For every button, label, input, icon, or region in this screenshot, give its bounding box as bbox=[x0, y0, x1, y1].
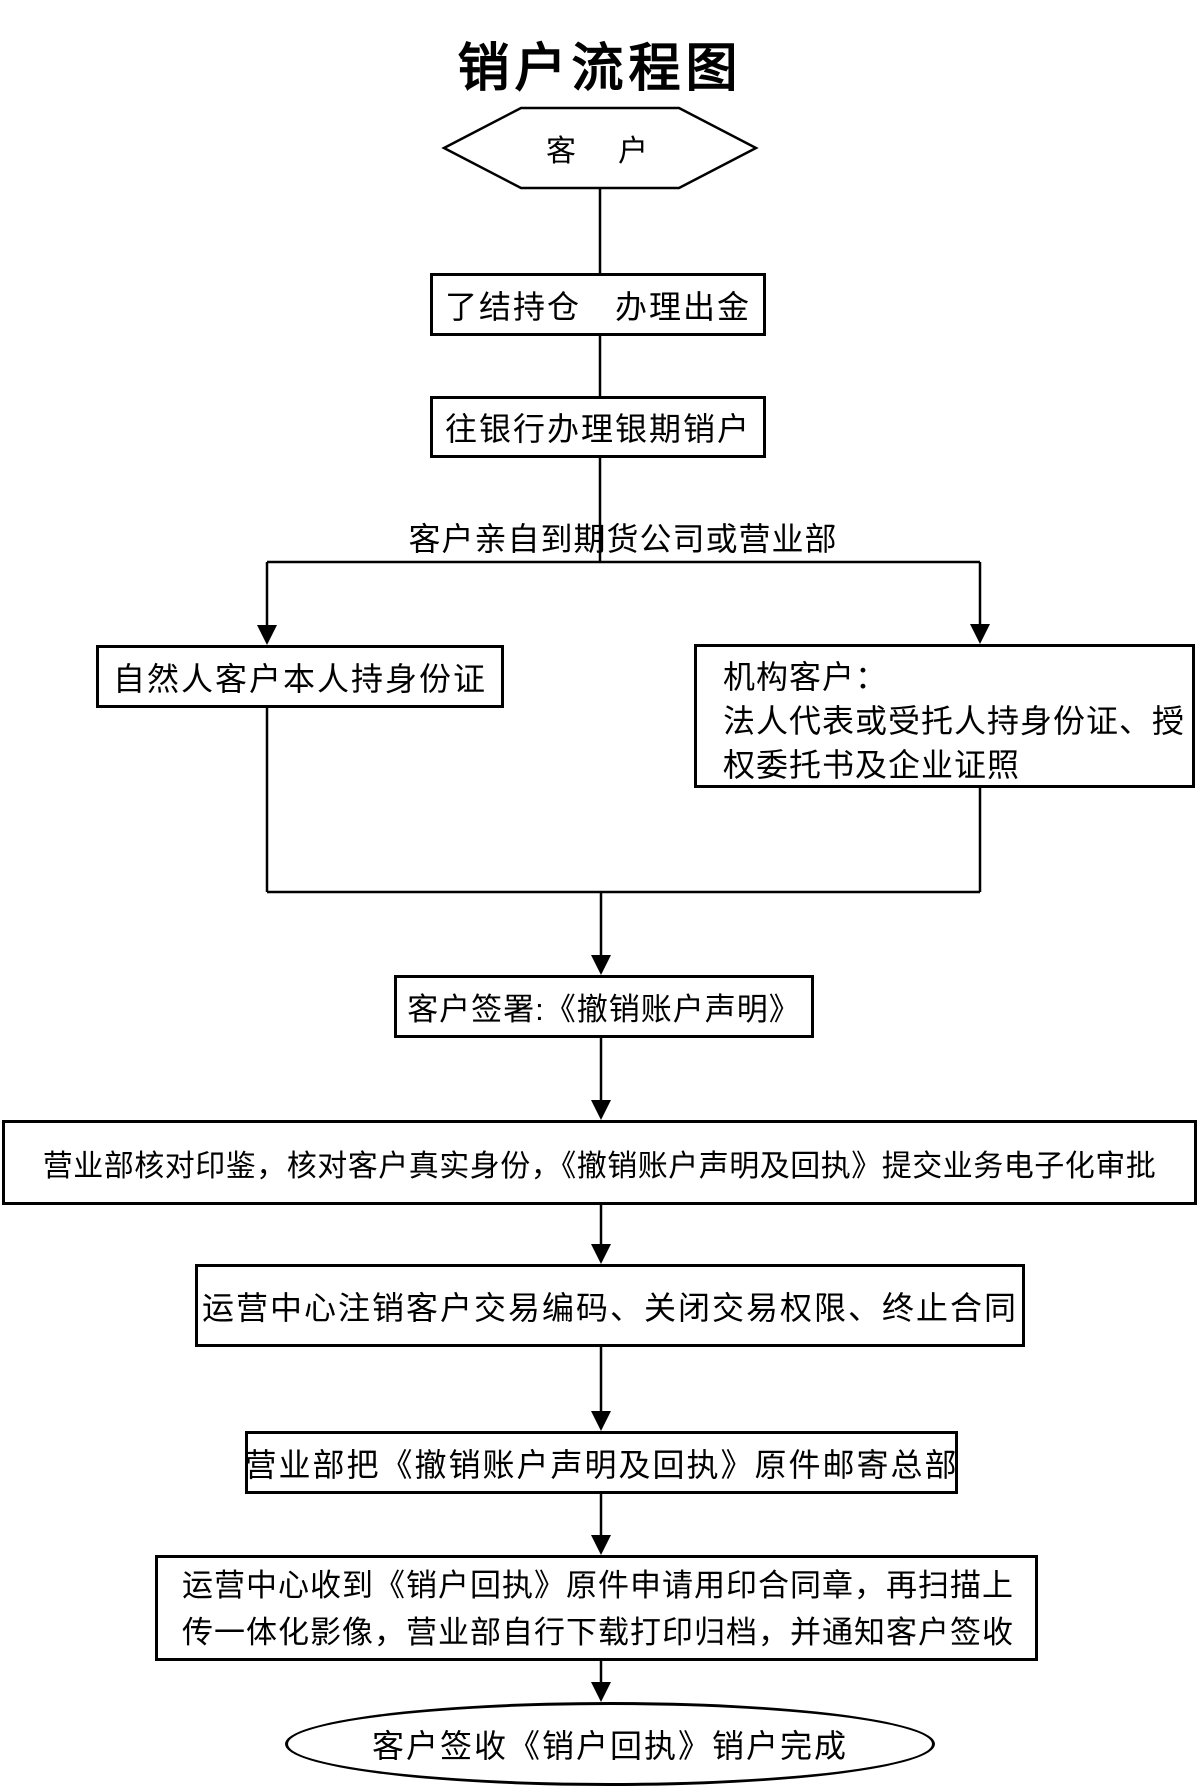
institution-line-2: 法人代表或受托人持身份证、授 bbox=[723, 703, 1186, 739]
node-ops-cancel: 运营中心注销客户交易编码、关闭交易权限、终止合同 bbox=[195, 1264, 1025, 1347]
arrowhead-verify bbox=[591, 1100, 611, 1120]
institution-line-3: 权委托书及企业证照 bbox=[723, 747, 1021, 783]
node-branch-verify: 营业部核对印鉴，核对客户真实身份，《撤销账户声明及回执》提交业务电子化审批 bbox=[2, 1120, 1197, 1205]
label-visit-futures-company: 客户亲自到期货公司或营业部 bbox=[408, 521, 838, 557]
hexagon-shape bbox=[441, 106, 759, 190]
institution-line-1: 机构客户： bbox=[723, 659, 889, 695]
ops-receipt-line-2: 传一体化影像，营业部自行下载打印归档，并通知客户签收 bbox=[182, 1615, 1014, 1650]
arrowhead-left-branch bbox=[257, 625, 277, 645]
ops-receipt-line-1: 运营中心收到《销户回执》原件申请用印合同章，再扫描上 bbox=[182, 1568, 1014, 1603]
node-natural-person: 自然人客户本人持身份证 bbox=[96, 645, 504, 708]
node-sign-declaration: 客户签署:《撤销账户声明》 bbox=[394, 975, 814, 1038]
arrowhead-mail bbox=[591, 1411, 611, 1431]
node-complete: 客户签收《销户回执》销户完成 bbox=[285, 1702, 935, 1786]
node-ops-receipt: 运营中心收到《销户回执》原件申请用印合同章，再扫描上 传一体化影像，营业部自行下… bbox=[155, 1555, 1038, 1661]
node-institution-customer: 机构客户： 法人代表或受托人持身份证、授 权委托书及企业证照 bbox=[694, 644, 1195, 788]
node-customer: 客 户 bbox=[546, 135, 654, 168]
node-bank-cancel: 往银行办理银期销户 bbox=[430, 396, 766, 458]
arrowhead-ops bbox=[591, 1244, 611, 1264]
node-mail-headquarters: 营业部把《撤销账户声明及回执》原件邮寄总部 bbox=[245, 1431, 958, 1494]
arrowhead-sign bbox=[591, 955, 611, 975]
diagram-title: 销户流程图 bbox=[457, 40, 743, 98]
arrowhead-complete bbox=[591, 1682, 611, 1702]
node-close-position: 了结持仓 办理出金 bbox=[430, 273, 766, 336]
arrowhead-receipt bbox=[591, 1535, 611, 1555]
arrowhead-right-branch bbox=[970, 624, 990, 644]
